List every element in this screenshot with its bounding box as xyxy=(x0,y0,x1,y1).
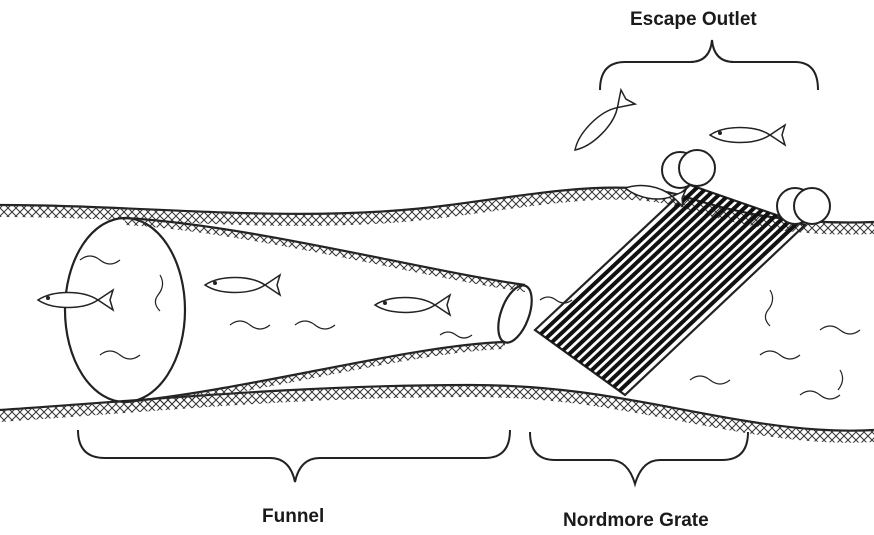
fish xyxy=(375,295,450,315)
funnel-label: Funnel xyxy=(262,506,324,528)
fish xyxy=(205,275,280,295)
funnel-brace xyxy=(78,430,510,482)
float-right xyxy=(777,188,830,224)
fish xyxy=(710,125,785,145)
escape-outlet-brace xyxy=(600,40,818,90)
escape-outlet-label: Escape Outlet xyxy=(630,9,757,31)
nordmore-grate-label: Nordmore Grate xyxy=(563,510,709,532)
net-lower-edge xyxy=(0,385,874,443)
fish xyxy=(568,90,635,157)
grate-bar xyxy=(619,223,797,391)
float-left xyxy=(662,150,715,188)
nordmore-grate xyxy=(535,185,805,395)
fish xyxy=(38,290,113,310)
funnel-body xyxy=(125,218,538,409)
funnel-mouth xyxy=(65,218,185,402)
nordmore-grate-brace xyxy=(530,432,748,484)
